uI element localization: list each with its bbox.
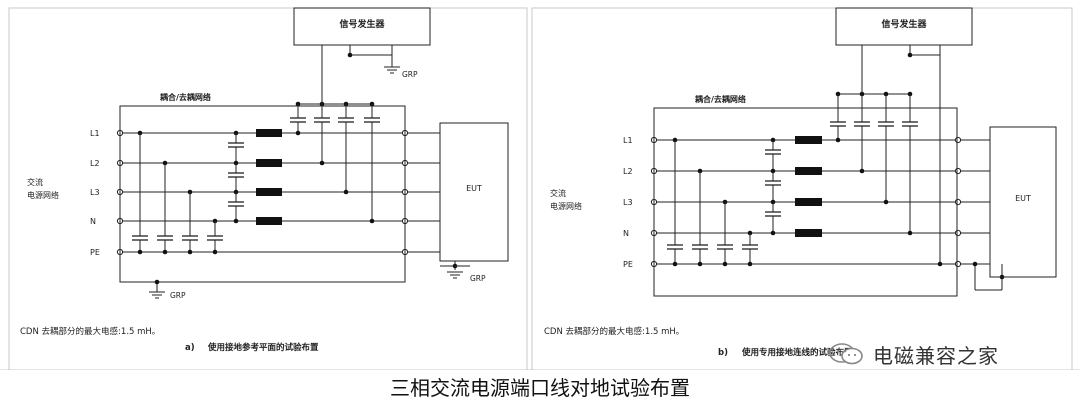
junction-dot (319, 160, 325, 166)
signal-generator-label: 信号发生器 (881, 18, 927, 30)
junction-dot (835, 137, 841, 143)
note-text: CDN 去耦部分的最大电感:1.5 mH。 (544, 326, 684, 337)
junction-dot (295, 130, 301, 136)
line-label-pe: PE (90, 248, 100, 257)
junction-dot (770, 230, 776, 236)
mains-label-2: 电源网络 (550, 201, 582, 211)
inductor (795, 198, 822, 206)
eut-label: EUT (1015, 194, 1031, 203)
inductor (256, 129, 282, 137)
junction-dot (859, 168, 865, 174)
junction-dot (137, 249, 143, 255)
line-label-n: N (90, 217, 96, 226)
ground-symbol (383, 66, 401, 74)
figure-frame (0, 7, 1080, 370)
cdn-box (119, 105, 406, 283)
terminal (954, 198, 962, 206)
junction-dot (343, 189, 349, 195)
grp-label-eut: GRP (470, 274, 486, 283)
junction-dot (697, 261, 703, 267)
grp-label-cdn: GRP (170, 291, 186, 300)
junction-dot (154, 279, 160, 285)
junction-dot (369, 218, 375, 224)
ground-symbol (148, 291, 166, 299)
line-label-l2: L2 (623, 167, 633, 176)
line-label-l1: L1 (90, 129, 100, 138)
watermark-text: 电磁兼容之家 (873, 343, 999, 368)
junction-dot (972, 261, 978, 267)
cdn-box (653, 107, 958, 297)
watermark: 电磁兼容之家 (827, 341, 999, 368)
signal-generator-label: 信号发生器 (339, 18, 385, 30)
junction-dot (747, 261, 753, 267)
grp-label-generator: GRP (402, 70, 418, 79)
inductor (795, 167, 822, 175)
ground-symbol (446, 271, 464, 279)
wechat-icon (829, 343, 863, 365)
note-text: CDN 去耦部分的最大电感:1.5 mH。 (20, 326, 160, 337)
inductor (256, 188, 282, 196)
mains-label: 交流 (550, 188, 566, 198)
junction-dot (212, 249, 218, 255)
figure-caption: 三相交流电源端口线对地试验布置 (390, 376, 690, 400)
signal-generator-box (293, 7, 431, 46)
mains-label-2: 电源网络 (27, 190, 59, 200)
line-label-l2: L2 (90, 159, 100, 168)
junction-dot (672, 261, 678, 267)
subcaption-text: 使用专用接地连线的试验布置 (741, 347, 853, 358)
inductor (795, 229, 822, 237)
junction-dot (347, 52, 353, 58)
signal-generator-box (835, 7, 973, 46)
junction-dot (233, 218, 239, 224)
junction-dot (937, 261, 943, 267)
inductor (256, 159, 282, 167)
mains-label: 交流 (27, 177, 43, 187)
inductor (795, 136, 822, 144)
eut-label: EUT (466, 184, 482, 193)
terminal (954, 229, 962, 237)
junction-dot (162, 249, 168, 255)
junction-dot (722, 261, 728, 267)
line-label-l1: L1 (623, 136, 633, 145)
line-label-n: N (623, 229, 629, 238)
junction-dot (907, 230, 913, 236)
subcaption-letter: a) (185, 343, 195, 353)
line-label-l3: L3 (90, 188, 100, 197)
line-label-l3: L3 (623, 198, 633, 207)
line-label-pe: PE (623, 260, 633, 269)
subcaption-letter: b) (718, 348, 728, 358)
junction-dot (883, 199, 889, 205)
junction-dot (187, 249, 193, 255)
junction-dot (907, 52, 913, 58)
network-label: 耦合/去耦网络 (160, 92, 211, 102)
inductor (256, 217, 282, 225)
network-label: 耦合/去耦网络 (695, 94, 746, 104)
terminal (954, 136, 962, 144)
terminal (954, 167, 962, 175)
subcaption-text: 使用接地参考平面的试验布置 (207, 342, 319, 353)
terminal (954, 260, 962, 268)
diagram-canvas: L1L2L3NPE耦合/去耦网络交流电源网络信号发生器EUTGRPGRPGRPC… (0, 7, 1080, 370)
